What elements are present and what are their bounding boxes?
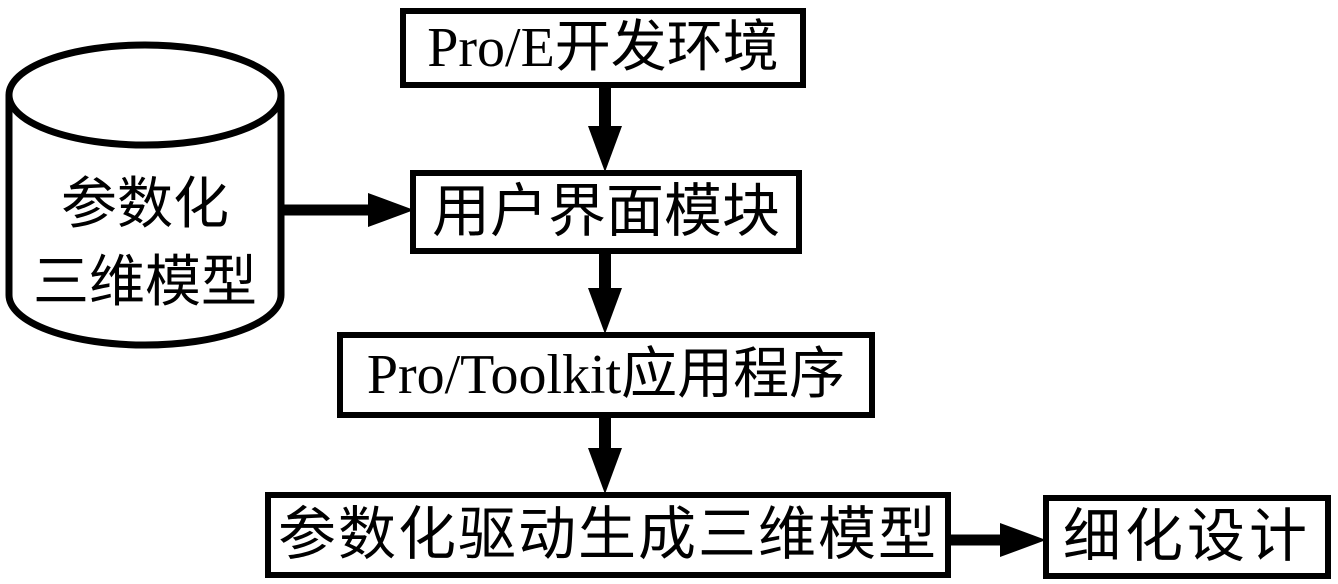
node-parametric-model-label: 参数化 三维模型 (9, 166, 281, 322)
node-toolkit-application-label: Pro/Toolkit应用程序 (366, 344, 846, 406)
arrow-toolkit-to-generate (588, 415, 622, 494)
arrow-generate-to-refine (948, 523, 1046, 557)
node-ui-module: 用户界面模块 (410, 170, 802, 254)
node-ui-module-label: 用户界面模块 (431, 179, 780, 244)
arrow-model-to-ui (281, 193, 414, 227)
node-refine-design-label: 细化设计 (1062, 504, 1311, 569)
arrow-ui-to-toolkit (588, 251, 622, 334)
node-proe-environment-label: Pro/E开发环境 (427, 17, 779, 79)
node-parametric-generate: 参数化驱动生成三维模型 (265, 492, 951, 578)
node-parametric-generate-label: 参数化驱动生成三维模型 (277, 502, 938, 567)
parametric-model-line2: 三维模型 (33, 252, 257, 314)
database-cylinder-shape (5, 41, 285, 349)
node-toolkit-application: Pro/Toolkit应用程序 (337, 332, 875, 418)
arrow-proe-to-ui (588, 86, 622, 172)
parametric-model-line1: 参数化 (61, 174, 229, 236)
node-refine-design: 细化设计 (1043, 495, 1331, 579)
node-proe-environment: Pro/E开发环境 (400, 8, 806, 88)
